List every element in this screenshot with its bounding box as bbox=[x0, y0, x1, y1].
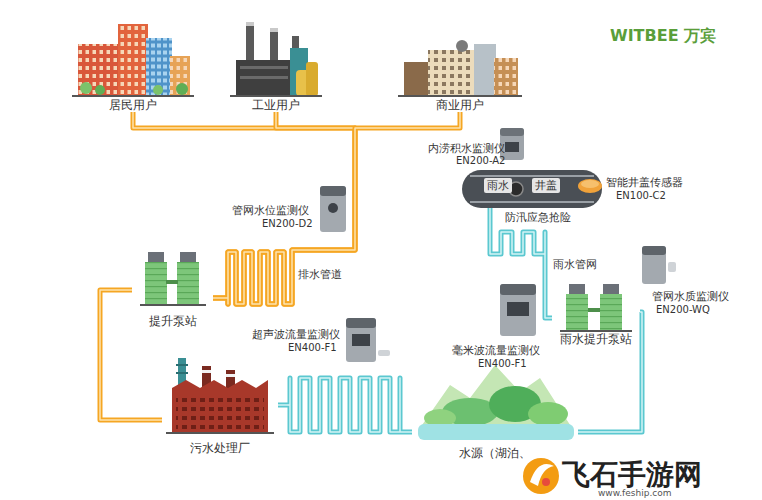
pump-station bbox=[140, 252, 206, 306]
pipe-name: 排水管道 bbox=[298, 268, 342, 281]
pipe-line bbox=[490, 208, 552, 318]
residential-buildings bbox=[72, 24, 194, 97]
pipe-line bbox=[490, 208, 552, 318]
model-number: EN200-A2 bbox=[456, 155, 505, 167]
treatment-plant: 污水处理厂 bbox=[162, 355, 278, 455]
device-name: 超声波流量监测仪 bbox=[252, 328, 340, 341]
node-label: 污水处理厂 bbox=[162, 441, 278, 455]
device-name: 管网水质监测仪 bbox=[652, 290, 729, 303]
manhole-sensor bbox=[578, 179, 602, 193]
pipe-connector bbox=[490, 208, 552, 318]
industrial-plant bbox=[230, 22, 322, 97]
user-building: 居民用户 bbox=[69, 18, 197, 112]
device-name: 管网水位监测仪 bbox=[232, 204, 309, 217]
node-label: 工业用户 bbox=[227, 98, 325, 112]
watermark: 飞石手游网 bbox=[562, 458, 702, 492]
watermark-url: www.feship.com bbox=[598, 488, 672, 499]
model-number: EN400-F1 bbox=[288, 342, 337, 354]
user-building: 工业用户 bbox=[227, 18, 325, 112]
model-number: EN200-D2 bbox=[262, 218, 313, 230]
mmwave-flow-meter bbox=[500, 284, 536, 336]
road-manhole: 雨水 井盖 bbox=[462, 170, 602, 208]
node-label: 雨水 bbox=[484, 178, 512, 193]
pipe-connector bbox=[278, 378, 412, 432]
pipe-line bbox=[100, 290, 162, 420]
node-label: 居民用户 bbox=[69, 98, 197, 112]
pipe-line bbox=[578, 312, 642, 432]
note-text: 防汛应急抢险 bbox=[505, 211, 571, 224]
node-label: 井盖 bbox=[532, 178, 560, 193]
pipe-line bbox=[213, 112, 460, 304]
pipe-name: 雨水管网 bbox=[553, 258, 597, 271]
water-quality-monitor bbox=[642, 246, 676, 284]
pipe-connector bbox=[578, 312, 642, 432]
model-number: EN100-C2 bbox=[616, 190, 666, 202]
device-name: 内涝积水监测仪 bbox=[428, 142, 505, 155]
pipe-line bbox=[213, 112, 460, 304]
pipe-connector bbox=[213, 112, 460, 304]
sewage-plant bbox=[166, 358, 274, 434]
rain-pump-station bbox=[560, 284, 632, 332]
commercial-buildings bbox=[398, 40, 522, 97]
user-building: 商业用户 bbox=[395, 40, 525, 112]
pipe-line bbox=[278, 378, 412, 432]
brand-logo: WITBEE 万宾 bbox=[610, 26, 716, 45]
ultrasonic-flow-meter bbox=[346, 318, 390, 362]
model-number: EN200-WQ bbox=[656, 304, 710, 316]
watermark-icon bbox=[523, 458, 559, 494]
node-label: 商业用户 bbox=[395, 98, 525, 112]
pipe-line bbox=[578, 312, 642, 432]
device-name: 智能井盖传感器 bbox=[606, 176, 683, 189]
node-label: 水源（湖泊、 bbox=[412, 446, 578, 460]
model-number: EN400-F1 bbox=[478, 358, 527, 370]
pipe-connector bbox=[100, 290, 162, 420]
pump-station: 雨水提升泵站 bbox=[552, 282, 640, 346]
node-label: 提升泵站 bbox=[132, 314, 213, 328]
node-label: 雨水提升泵站 bbox=[552, 332, 640, 346]
device-name: 毫米波流量监测仪 bbox=[452, 344, 540, 357]
pipe-line bbox=[278, 378, 412, 432]
water-source: 水源（湖泊、 bbox=[412, 360, 578, 460]
pump-station: 提升泵站 bbox=[132, 248, 213, 328]
road bbox=[462, 170, 602, 208]
pipe-line bbox=[100, 290, 162, 420]
water-source bbox=[418, 365, 574, 440]
water-level-monitor bbox=[320, 186, 346, 232]
